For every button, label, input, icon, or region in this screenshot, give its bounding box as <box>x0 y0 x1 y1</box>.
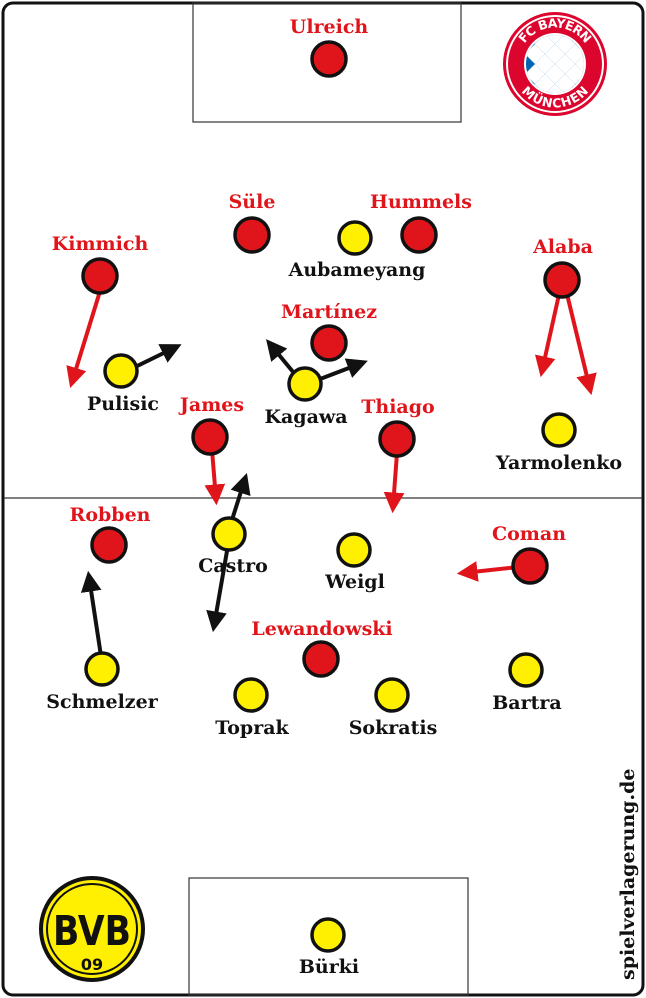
player-toprak: Toprak <box>215 677 290 739</box>
player-name: Weigl <box>324 571 385 593</box>
player-name: Yarmolenko <box>495 452 622 474</box>
player-yarmolenko: Yarmolenko <box>495 412 622 474</box>
player-james: James <box>178 394 244 456</box>
player-kagawa: Kagawa <box>264 366 348 428</box>
player-name: Sokratis <box>349 717 438 739</box>
player-name: Martínez <box>281 301 377 323</box>
player-martinez: Martínez <box>281 301 377 362</box>
player-marker <box>103 353 139 389</box>
dortmund-players: Aubameyang Pulisic Kagawa Yarmolenko Cas… <box>46 220 622 978</box>
player-pulisic: Pulisic <box>87 353 159 415</box>
bottom-penalty-box <box>188 877 469 996</box>
player-marker <box>337 220 373 256</box>
player-marker <box>84 651 120 687</box>
arrow-castro-2 <box>206 550 229 633</box>
player-name: James <box>178 394 244 416</box>
player-marker <box>287 366 323 402</box>
player-marker <box>511 547 549 585</box>
player-marker <box>90 526 128 564</box>
player-marker <box>191 418 229 456</box>
player-lewandowski: Lewandowski <box>251 618 393 678</box>
arrow-alaba-1 <box>535 289 562 378</box>
arrow-kimmich <box>66 287 103 388</box>
player-bartra: Bartra <box>492 652 562 714</box>
player-robben: Robben <box>70 504 151 564</box>
player-weigl: Weigl <box>324 532 385 593</box>
player-hummels: Hummels <box>370 191 472 254</box>
player-ulreich: Ulreich <box>290 16 369 78</box>
arrow-alaba-2 <box>564 289 597 396</box>
player-buerki: Bürki <box>299 917 359 978</box>
player-kimmich: Kimmich <box>52 233 149 295</box>
player-marker <box>378 420 416 458</box>
player-name: Coman <box>492 523 566 545</box>
bayern-players: Ulreich Süle Hummels Kimmich Alaba Martí… <box>52 16 593 678</box>
player-name: Lewandowski <box>251 618 392 640</box>
bvb-crest: BVB 09 <box>39 876 145 982</box>
player-name: Ulreich <box>290 16 369 38</box>
player-marker <box>310 40 348 78</box>
player-marker <box>310 917 346 953</box>
player-coman: Coman <box>492 523 566 585</box>
player-marker <box>211 516 247 552</box>
player-name: Alaba <box>532 236 593 258</box>
arrow-castro-1 <box>229 473 251 524</box>
arrow-james <box>204 449 226 506</box>
top-penalty-box <box>192 2 462 123</box>
player-name: Thiago <box>361 396 434 418</box>
player-name: Bürki <box>299 956 359 978</box>
player-name: Castro <box>198 555 268 577</box>
player-name: Aubameyang <box>288 259 426 281</box>
player-name: Schmelzer <box>46 691 158 713</box>
player-marker <box>374 677 410 713</box>
player-marker <box>81 257 119 295</box>
player-marker <box>310 324 348 362</box>
player-alaba: Alaba <box>532 236 593 299</box>
arrow-coman <box>456 561 519 582</box>
arrow-schmelzer <box>80 570 103 657</box>
player-name: Bartra <box>492 692 561 714</box>
player-marker <box>543 261 581 299</box>
fc-bayern-crest: FC BAYERN MÜNCHEN <box>503 12 607 116</box>
bvb-crest-letters: BVB <box>53 907 131 955</box>
player-marker <box>541 412 577 448</box>
player-aubameyang: Aubameyang <box>288 220 426 281</box>
player-marker <box>233 216 271 254</box>
arrow-thiago <box>383 452 405 514</box>
player-name: Pulisic <box>87 393 159 415</box>
bvb-crest-number: 09 <box>81 955 103 974</box>
player-sokratis: Sokratis <box>349 677 438 739</box>
player-name: Toprak <box>215 717 289 739</box>
player-name: Süle <box>229 191 276 213</box>
player-name: Hummels <box>370 191 472 213</box>
player-name: Kagawa <box>264 406 347 428</box>
player-marker <box>302 640 340 678</box>
player-suele: Süle <box>229 191 276 254</box>
player-marker <box>508 652 544 688</box>
player-castro: Castro <box>198 516 268 577</box>
player-marker <box>233 677 269 713</box>
player-marker <box>400 216 438 254</box>
player-name: Kimmich <box>52 233 149 255</box>
player-name: Robben <box>70 504 151 526</box>
player-schmelzer: Schmelzer <box>46 651 159 713</box>
player-marker <box>336 532 372 568</box>
watermark-text: spielverlagerung.de <box>617 769 639 980</box>
player-thiago: Thiago <box>361 396 435 458</box>
